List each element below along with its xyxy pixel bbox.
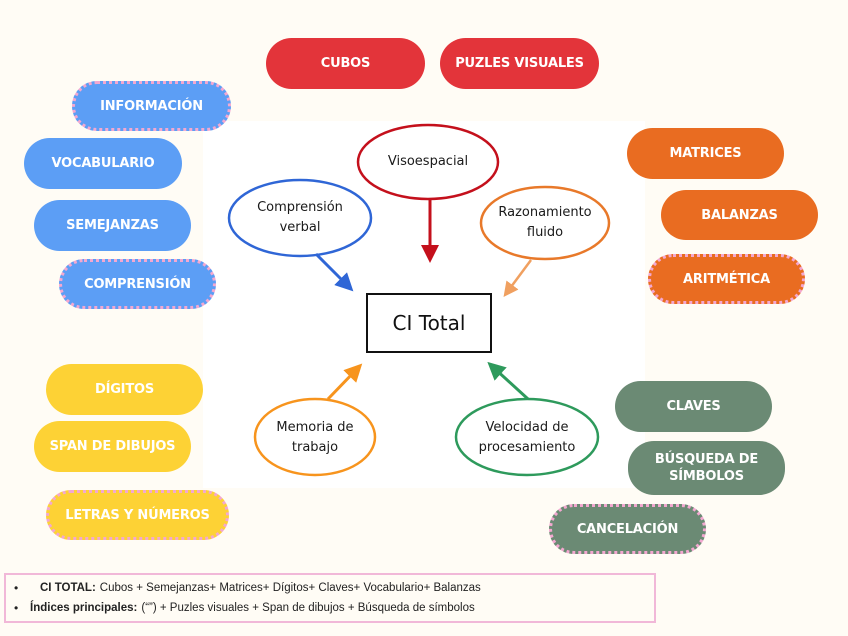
arrow-velocidad-procesamiento	[487, 361, 530, 401]
subtest-balanzas: BALANZAS	[661, 190, 818, 240]
subtest-digitos: DÍGITOS	[46, 364, 203, 415]
subtest-comprension: COMPRENSIÓN	[59, 259, 216, 309]
subtest-claves: CLAVES	[615, 381, 772, 432]
legend-text: Cubos + Semejanzas+ Matrices+ Dígitos+ C…	[99, 582, 481, 594]
legend-title: Índices principales:	[30, 602, 138, 614]
legend-row-ci-total: • CI TOTAL: Cubos + Semejanzas+ Matrices…	[14, 578, 654, 598]
ellipse-comprension-verbal	[227, 178, 373, 258]
subtest-letras-numeros: LETRAS Y NÚMEROS	[46, 490, 229, 540]
subtest-matrices: MATRICES	[627, 128, 784, 179]
ellipse-razonamiento-fluido	[479, 185, 611, 261]
ci-total-label: CI Total	[392, 311, 466, 335]
legend-row-indices: • Índices principales: (“”) + Puzles vis…	[14, 598, 654, 618]
bullet-icon: •	[14, 601, 19, 615]
arrow-comprension-verbal	[314, 252, 354, 292]
ci-total-box: CI Total	[366, 293, 492, 353]
index-label-velocidad-procesamiento: Velocidad de procesamiento	[478, 420, 576, 455]
subtest-busqueda-simbolos: BÚSQUEDA DE SÍMBOLOS	[628, 441, 785, 495]
legend-box: • CI TOTAL: Cubos + Semejanzas+ Matrices…	[4, 573, 656, 623]
subtest-cancelacion: CANCELACIÓN	[549, 504, 706, 554]
legend-title: CI TOTAL:	[40, 582, 96, 594]
legend-text: (“”) + Puzles visuales + Span de dibujos…	[141, 602, 475, 614]
subtest-puzles-visuales: PUZLES VISUALES	[440, 38, 599, 89]
ellipse-memoria-trabajo	[253, 397, 377, 477]
index-label-comprension-verbal: Comprensión verbal	[257, 200, 343, 235]
subtest-semejanzas: SEMEJANZAS	[34, 200, 191, 251]
ellipse-visoespacial	[356, 123, 500, 201]
index-label-razonamiento-fluido: Razonamiento fluido	[498, 205, 592, 240]
subtest-span-dibujos: SPAN DE DIBUJOS	[34, 421, 191, 472]
subtest-informacion: INFORMACIÓN	[72, 81, 231, 131]
arrow-memoria-trabajo	[326, 363, 363, 401]
index-label-visoespacial: Visoespacial	[387, 154, 469, 169]
subtest-vocabulario: VOCABULARIO	[24, 138, 182, 189]
subtest-cubos: CUBOS	[266, 38, 425, 89]
arrow-razonamiento-fluido	[503, 259, 533, 298]
bullet-icon: •	[14, 581, 19, 595]
subtest-aritmetica: ARITMÉTICA	[648, 254, 805, 304]
index-label-memoria-trabajo: Memoria de trabajo	[276, 420, 354, 455]
